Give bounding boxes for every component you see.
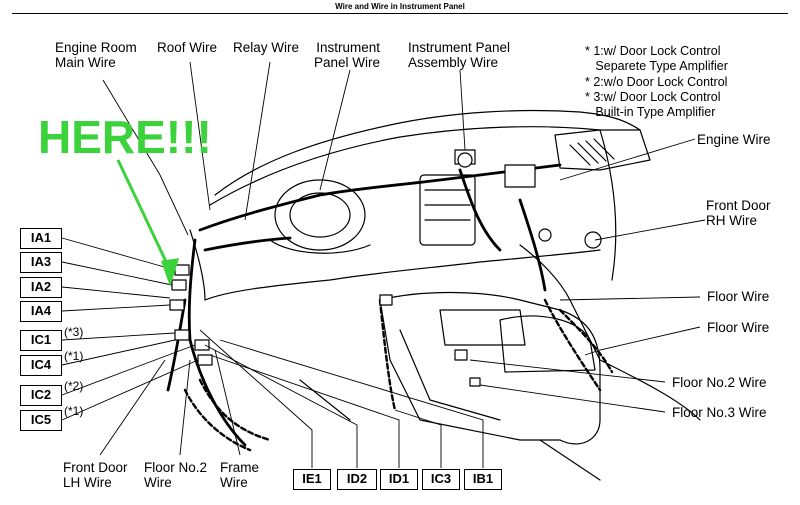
label-floor-wire-upper: Floor Wire [707,289,770,304]
label-front-door-lh-wire: Front Door LH Wire [63,460,128,490]
connector-ic4: IC4 [20,355,62,376]
label-relay-wire: Relay Wire [233,40,300,55]
connector-ib1: IB1 [464,469,502,490]
connector-ic2-note: (*2) [64,379,84,393]
label-floor-no2-wire-right: Floor No.2 Wire [672,375,767,390]
connector-ic4-note: (*1) [64,349,84,363]
label-floor-wire-lower: Floor Wire [707,320,770,335]
label-front-door-rh-wire: Front Door RH Wire [706,198,771,228]
note-1a: * 1:w/ Door Lock Control [585,44,721,58]
connector-ic2: IC2 [20,385,62,406]
label-frame-wire: Frame Wire [220,460,260,490]
label-floor-no3-wire: Floor No.3 Wire [672,405,767,420]
connector-ic5: IC5 [20,410,62,431]
note-2: * 2:w/o Door Lock Control [585,75,728,89]
label-engine-room-main-wire: Engine Room Main Wire [55,40,137,70]
connector-ic1-note: (*3) [64,325,84,339]
connector-id2: ID2 [337,469,377,490]
connector-ic1: IC1 [20,330,62,351]
connector-ic3: IC3 [422,469,460,490]
page-title: Wire and Wire in Instrument Panel [335,2,465,11]
note-3b: Built-in Type Amplifier [585,105,716,119]
note-1b: Separete Type Amplifier [585,59,728,73]
connector-ie1: IE1 [293,469,331,490]
connector-ic5-note: (*1) [64,404,84,418]
connector-ia2: IA2 [20,277,62,298]
connector-ia3: IA3 [20,252,62,273]
label-roof-wire: Roof Wire [157,40,218,55]
connector-ia1: IA1 [20,228,62,249]
connector-ia4: IA4 [20,301,62,322]
label-instrument-panel-wire: Instrument Panel Wire [313,40,380,70]
label-floor-no2-wire-bottom: Floor No.2 Wire [144,460,208,490]
label-engine-wire: Engine Wire [697,132,771,147]
label-instrument-panel-assembly-wire: Instrument Panel Assembly Wire [408,40,511,70]
title-divider [12,13,788,14]
note-3a: * 3:w/ Door Lock Control [585,90,721,104]
here-annotation: HERE!!! [38,111,212,163]
connector-id1: ID1 [380,469,418,490]
